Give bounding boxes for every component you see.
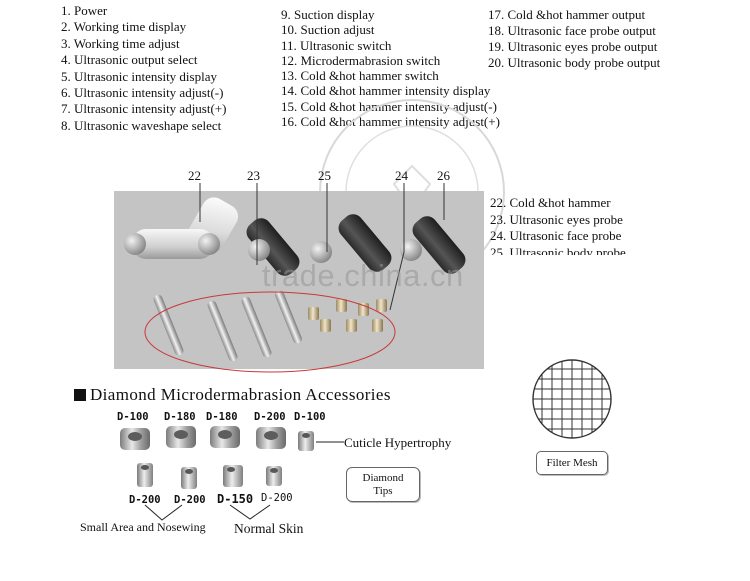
function-item: 12. Microdermabrasion switch xyxy=(281,52,441,68)
function-item: 7. Ultrasonic intensity adjust(+) xyxy=(61,101,227,117)
function-item: 17. Cold &hot hammer output xyxy=(488,7,646,22)
probe-collar xyxy=(248,239,270,261)
parts-legend-item: 22. Cold &hot hammer xyxy=(490,195,611,210)
function-item: 9. Suction display xyxy=(281,7,375,22)
tip-size-label: D-200 xyxy=(261,492,293,504)
tip-size-label: D-200 xyxy=(174,494,206,506)
filter-mesh-box: Filter Mesh xyxy=(536,451,608,475)
function-item: 16. Cold &hot hammer intensity adjust(+) xyxy=(281,114,500,130)
diamond-tip xyxy=(346,319,357,332)
function-item: 2. Working time display xyxy=(61,19,187,35)
normal-skin-label: Normal Skin xyxy=(234,521,304,536)
small-area-label: Small Area and Nosewing xyxy=(80,520,206,534)
function-item: 6. Ultrasonic intensity adjust(-) xyxy=(61,85,224,101)
diamond-tip xyxy=(256,427,286,449)
function-item: 20. Ultrasonic body probe output xyxy=(488,54,661,70)
hammer-cap xyxy=(124,233,146,255)
diamond-tip xyxy=(358,303,369,316)
function-list-2: 9. Suction display 10. Suction adjust 11… xyxy=(281,7,500,129)
callout-25: 25 xyxy=(318,168,331,183)
parts-legend: 22. Cold &hot hammer 23. Ultrasonic eyes… xyxy=(490,195,626,255)
tip-size-label: D-100 xyxy=(117,411,149,423)
diamond-tip xyxy=(210,426,240,448)
function-item: 3. Working time adjust xyxy=(61,35,180,51)
function-item: 14. Cold &hot hammer intensity display xyxy=(281,83,491,99)
callout-26: 26 xyxy=(437,168,450,183)
parts-legend-item: 25. Ultrasonic body probe xyxy=(490,244,626,255)
diamond-tips-label: Diamond Tips xyxy=(362,471,404,497)
function-item: 5. Ultrasonic intensity display xyxy=(61,68,217,84)
function-item: 13. Cold &hot hammer switch xyxy=(281,68,439,84)
diamond-tip xyxy=(336,299,347,312)
hammer-cap xyxy=(198,233,220,255)
function-item: 15. Cold &hot hammer intensity adjust(-) xyxy=(281,98,497,114)
diamond-tip xyxy=(308,307,319,320)
callout-23: 23 xyxy=(247,168,260,183)
cuticle-label: Cuticle Hypertrophy xyxy=(344,435,452,450)
function-item: 4. Ultrasonic output select xyxy=(61,52,198,68)
function-list-3: 17. Cold &hot hammer output 18. Ultrason… xyxy=(488,7,660,71)
function-item: 1. Power xyxy=(61,3,108,18)
callout-22: 22 xyxy=(188,168,201,183)
diamond-tip xyxy=(166,426,196,448)
section-title-text: Diamond Microdermabrasion Accessories xyxy=(90,385,391,404)
tip-size-label: D-150 xyxy=(217,492,254,506)
function-item: 18. Ultrasonic face probe output xyxy=(488,22,656,38)
diamond-tip xyxy=(372,319,383,332)
tip-size-label: D-200 xyxy=(254,411,286,423)
tip-size-label: D-180 xyxy=(164,411,196,423)
tip-size-label: D-100 xyxy=(294,411,326,423)
function-list-1: 1. Power 2. Working time display 3. Work… xyxy=(61,3,226,134)
diamond-tips-box: Diamond Tips xyxy=(346,467,420,502)
diamond-tip xyxy=(137,463,153,487)
diamond-tip xyxy=(266,466,282,486)
square-bullet-icon xyxy=(74,389,86,401)
handpieces-photo xyxy=(114,191,484,369)
function-item: 8. Ultrasonic waveshape select xyxy=(61,117,222,133)
filter-mesh-icon xyxy=(532,359,612,439)
diamond-tip xyxy=(181,467,197,489)
watermark-text: trade.china.cn xyxy=(262,258,464,293)
tip-size-label: D-200 xyxy=(129,494,161,506)
function-item: 19. Ultrasonic eyes probe output xyxy=(488,38,658,54)
diamond-tip xyxy=(120,428,150,450)
probe-collar xyxy=(400,239,422,261)
parts-legend-item: 23. Ultrasonic eyes probe xyxy=(490,211,623,227)
diamond-tip xyxy=(376,299,387,312)
function-item: 10. Suction adjust xyxy=(281,22,375,38)
diamond-tip xyxy=(298,431,314,451)
function-item: 11. Ultrasonic switch xyxy=(281,37,392,53)
section-title: Diamond Microdermabrasion Accessories xyxy=(74,385,391,405)
diamond-tip xyxy=(223,465,243,487)
tip-size-label: D-180 xyxy=(206,411,238,423)
diamond-tip xyxy=(320,319,331,332)
parts-legend-item: 24. Ultrasonic face probe xyxy=(490,228,622,243)
callout-24: 24 xyxy=(395,168,408,183)
